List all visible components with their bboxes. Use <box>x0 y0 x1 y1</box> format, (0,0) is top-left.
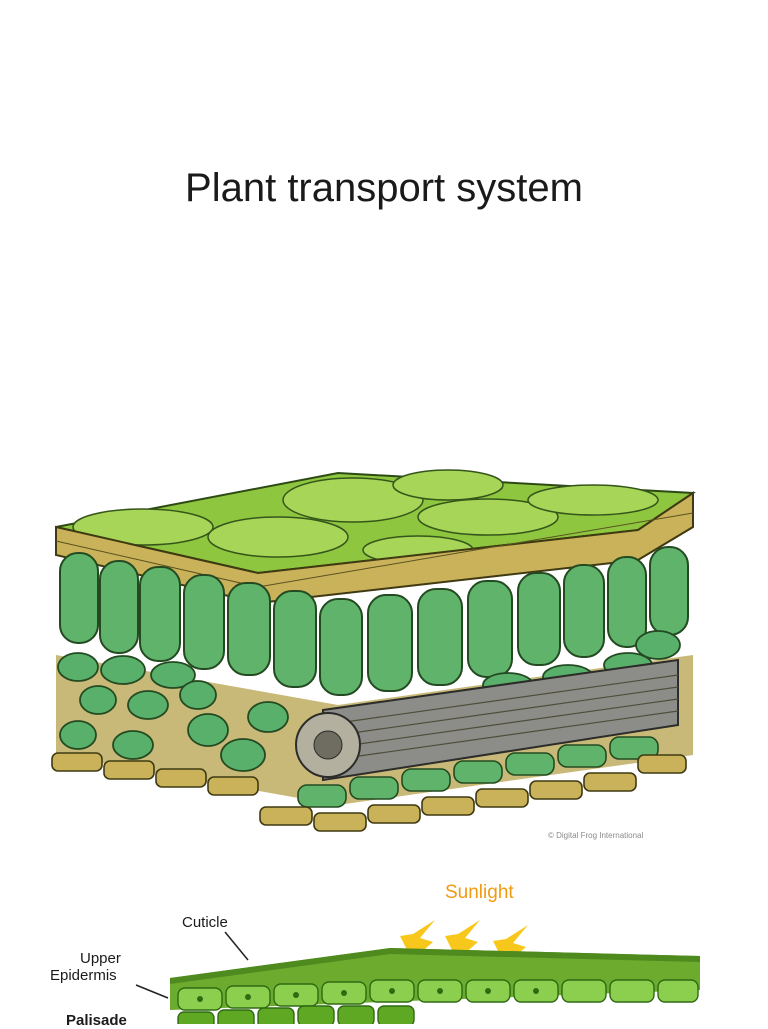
upper-epidermis-label-line1: Upper <box>80 950 121 967</box>
leaf-cross-section-illustration <box>51 469 697 832</box>
sunlight-label: Sunlight <box>445 882 514 903</box>
lower-mesophyll-cells <box>297 736 659 808</box>
lower-epidermis-cells <box>51 752 687 832</box>
cuticle-label: Cuticle <box>182 914 228 931</box>
leaf-diagram-illustration <box>135 908 700 1024</box>
palisade-cells <box>59 546 689 696</box>
upper-epidermis-label-line2: Epidermis <box>50 967 117 984</box>
image-credit: © Digital Frog International <box>548 831 644 840</box>
slide-title: Plant transport system <box>185 166 583 210</box>
palisade-label: Palisade <box>66 1012 127 1029</box>
